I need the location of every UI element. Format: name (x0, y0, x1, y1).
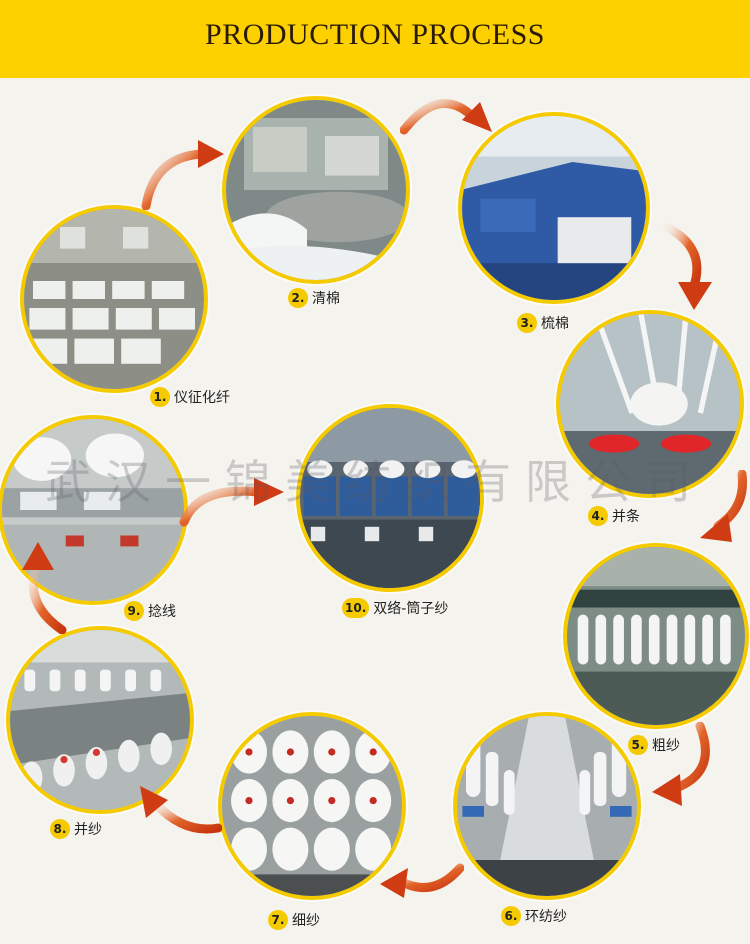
step-3-label: 3. 梳棉 (517, 313, 569, 333)
curved-arrow-icon (141, 140, 224, 210)
step-name: 双络-筒子纱 (373, 601, 449, 617)
step-4-label: 4. 并条 (588, 506, 640, 526)
step-name: 捻线 (148, 604, 176, 620)
step-1-photo (20, 205, 208, 393)
title-banner: PRODUCTION PROCESS (0, 0, 750, 78)
step-4-photo (556, 310, 744, 498)
step-10-photo (296, 404, 484, 592)
step-number: 7. (268, 910, 288, 930)
step-name: 仪征化纤 (174, 390, 230, 406)
step-8-photo (6, 626, 194, 814)
watermark-text: 武汉一锦美纺织有限公司 (45, 455, 705, 509)
curved-arrow-icon (179, 478, 284, 527)
step-number: 3. (517, 313, 537, 333)
step-3-photo (458, 112, 650, 304)
step-2-photo (222, 96, 410, 284)
step-6-label: 6. 环纺纱 (501, 906, 567, 926)
step-name: 粗纱 (652, 738, 680, 754)
curved-arrow-icon (400, 99, 492, 135)
curved-arrow-icon (380, 863, 464, 898)
step-number: 6. (501, 906, 521, 926)
step-name: 并条 (612, 509, 640, 525)
step-number: 8. (50, 819, 70, 839)
step-7-label: 7. 细纱 (268, 910, 320, 930)
step-number: 5. (628, 735, 648, 755)
step-8-label: 8. 并纱 (50, 819, 102, 839)
step-number: 1. (150, 387, 170, 407)
step-name: 清棉 (312, 291, 340, 307)
step-name: 环纺纱 (525, 909, 567, 925)
step-number: 9. (124, 601, 144, 621)
step-number: 2. (288, 288, 308, 308)
curved-arrow-icon (22, 542, 67, 634)
curved-arrow-icon (140, 786, 222, 834)
curved-arrow-icon (663, 223, 712, 310)
step-7-photo (218, 712, 406, 900)
step-1-label: 1. 仪征化纤 (150, 387, 230, 407)
curved-arrow-icon (700, 470, 747, 542)
step-name: 并纱 (74, 822, 102, 838)
step-5-label: 5. 粗纱 (628, 735, 680, 755)
step-9-photo (0, 415, 188, 605)
step-number: 4. (588, 506, 608, 526)
page-title: PRODUCTION PROCESS (205, 18, 545, 51)
step-9-label: 9. 捻线 (124, 601, 176, 621)
step-10-label: 10. 双络-筒子纱 (342, 598, 448, 618)
step-name: 细纱 (292, 913, 320, 929)
step-2-label: 2. 清棉 (288, 288, 340, 308)
step-5-photo (563, 543, 749, 729)
step-number: 10. (342, 598, 370, 618)
step-name: 梳棉 (541, 316, 569, 332)
curved-arrow-icon (652, 722, 710, 806)
step-6-photo (453, 712, 641, 900)
